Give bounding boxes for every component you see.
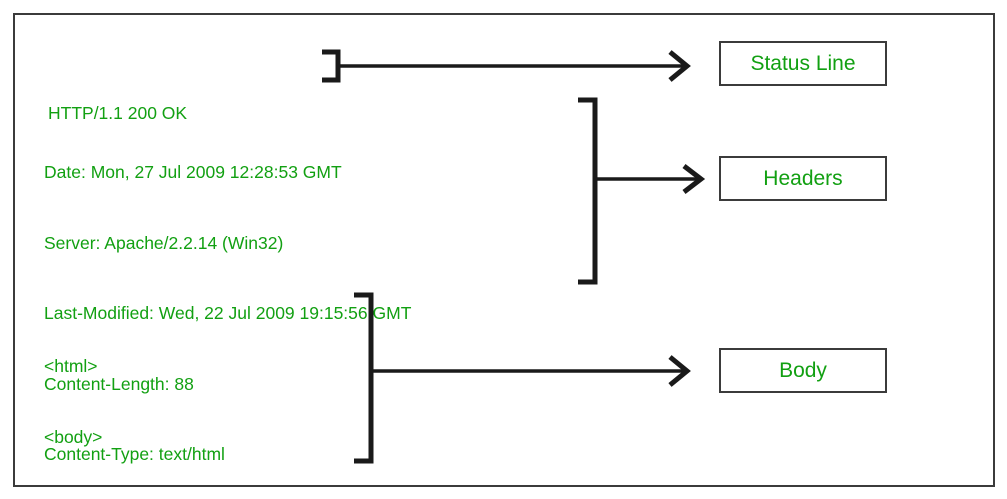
label-box-body[interactable]: Body — [719, 348, 887, 393]
body-text-block: <html> <body> <h1>Hello, World!</h1> </b… — [44, 308, 229, 499]
status-line-text-block: HTTP/1.1 200 OK — [48, 55, 187, 173]
body-line-html-open: <html> — [44, 356, 98, 376]
header-line-date: Date: Mon, 27 Jul 2009 12:28:53 GMT — [44, 162, 342, 182]
label-box-status-line-text: Status Line — [750, 51, 856, 75]
header-line-server: Server: Apache/2.2.14 (Win32) — [44, 232, 284, 253]
header-line-last-modified: Last-Modified: Wed, 22 Jul 2009 19:15:56… — [44, 303, 412, 323]
status-line-text-line: HTTP/1.1 200 OK — [48, 103, 188, 123]
header-line-content-length: Content-Length: 88 — [44, 373, 194, 394]
label-box-body-text: Body — [779, 358, 827, 382]
label-box-headers-text: Headers — [763, 166, 843, 190]
body-line-body-open: <body> — [44, 426, 103, 447]
diagram-outer-frame — [13, 13, 995, 487]
headers-text-block: Date: Mon, 27 Jul 2009 12:28:53 GMT Serv… — [44, 114, 411, 499]
label-box-headers[interactable]: Headers — [719, 156, 887, 201]
header-line-content-type: Content-Type: text/html — [44, 444, 225, 464]
body-line-h1: <h1>Hello, World!</h1> — [44, 496, 229, 499]
label-box-status-line[interactable]: Status Line — [719, 41, 887, 86]
